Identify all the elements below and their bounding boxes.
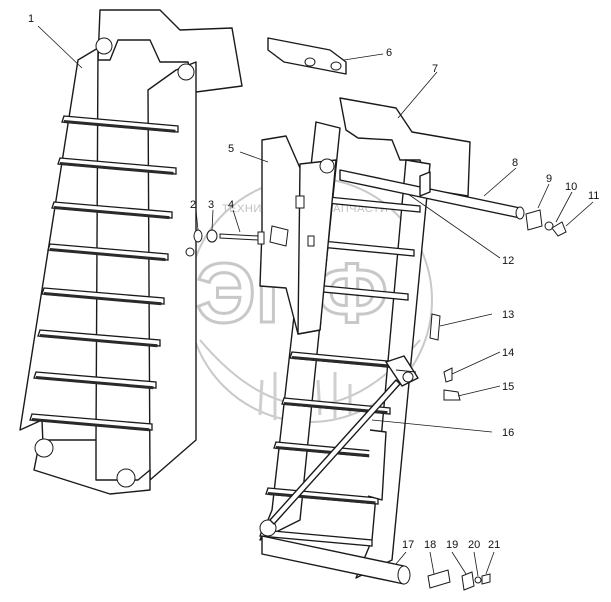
block-part-6 (267, 37, 347, 75)
callout-17: 17 (402, 539, 414, 551)
callout-5: 5 (228, 143, 234, 155)
callout-1: 1 (28, 13, 34, 25)
callout-15: 15 (502, 381, 514, 393)
callout-7: 7 (432, 63, 438, 75)
callout-16: 16 (502, 427, 514, 439)
hinge-plate-part-5 (259, 135, 337, 335)
callout-8: 8 (512, 157, 518, 169)
leader-lines (37, 25, 594, 577)
callout-3: 3 (208, 199, 214, 211)
pins-parts-18-21 (427, 569, 491, 591)
callout-21: 21 (488, 539, 500, 551)
callout-20: 20 (468, 539, 480, 551)
callout-10: 10 (565, 181, 577, 193)
ladder-section-left (19, 9, 243, 495)
callout-13: 13 (502, 309, 514, 321)
callout-11: 11 (588, 190, 599, 202)
pin-assembly-parts-2-4 (185, 225, 289, 257)
callout-labels: 1 2 3 4 5 6 7 8 9 10 11 12 13 14 15 16 1… (28, 13, 599, 551)
callout-2: 2 (190, 199, 196, 211)
fastener-parts-9-11 (525, 209, 567, 237)
callout-19: 19 (446, 539, 458, 551)
rod-part-8 (339, 169, 525, 220)
callout-9: 9 (546, 173, 552, 185)
strut-part-16 (269, 355, 419, 525)
small-parts-13-15 (429, 313, 461, 401)
callout-18: 18 (424, 539, 436, 551)
callout-4: 4 (228, 199, 234, 211)
callout-14: 14 (502, 347, 514, 359)
callout-12: 12 (502, 255, 514, 267)
callout-6: 6 (386, 47, 392, 59)
